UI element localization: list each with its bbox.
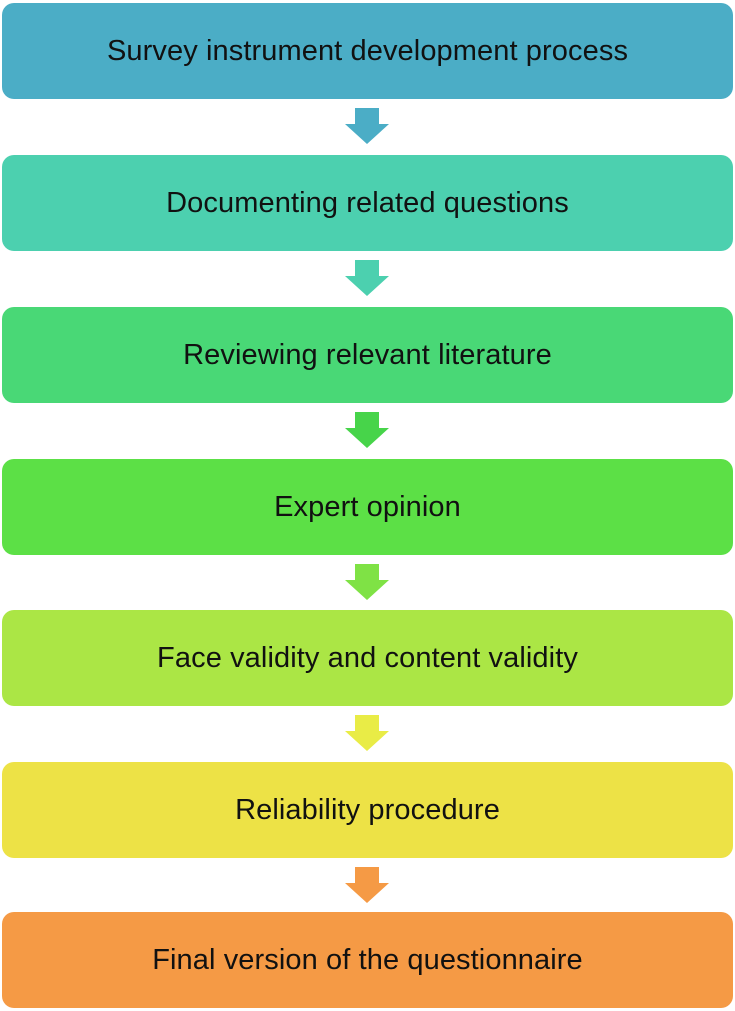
down-arrow-icon (345, 564, 389, 600)
step-label: Expert opinion (274, 490, 461, 523)
step-expert-opinion: Expert opinion (2, 459, 733, 555)
arrow-shape (345, 564, 389, 600)
down-arrow-icon (345, 412, 389, 448)
arrow-shape (345, 260, 389, 296)
step-final-questionnaire: Final version of the questionnaire (2, 912, 733, 1008)
arrow-shape (345, 108, 389, 144)
down-arrow-icon (345, 715, 389, 751)
step-reliability-procedure: Reliability procedure (2, 762, 733, 858)
step-survey-instrument-development: Survey instrument development process (2, 3, 733, 99)
arrow-shape (345, 867, 389, 903)
step-label: Survey instrument development process (106, 34, 629, 67)
step-label: Reviewing relevant literature (183, 338, 552, 371)
arrow-shape (345, 412, 389, 448)
step-documenting-questions: Documenting related questions (2, 155, 733, 251)
step-label: Face validity and content validity (157, 641, 578, 674)
arrow-shape (345, 715, 389, 751)
step-face-content-validity: Face validity and content validity (2, 610, 733, 706)
down-arrow-icon (345, 260, 389, 296)
down-arrow-icon (345, 108, 389, 144)
step-label: Final version of the questionnaire (152, 943, 583, 976)
step-label: Reliability procedure (235, 793, 500, 826)
step-reviewing-literature: Reviewing relevant literature (2, 307, 733, 403)
down-arrow-icon (345, 867, 389, 903)
step-label: Documenting related questions (166, 186, 569, 219)
